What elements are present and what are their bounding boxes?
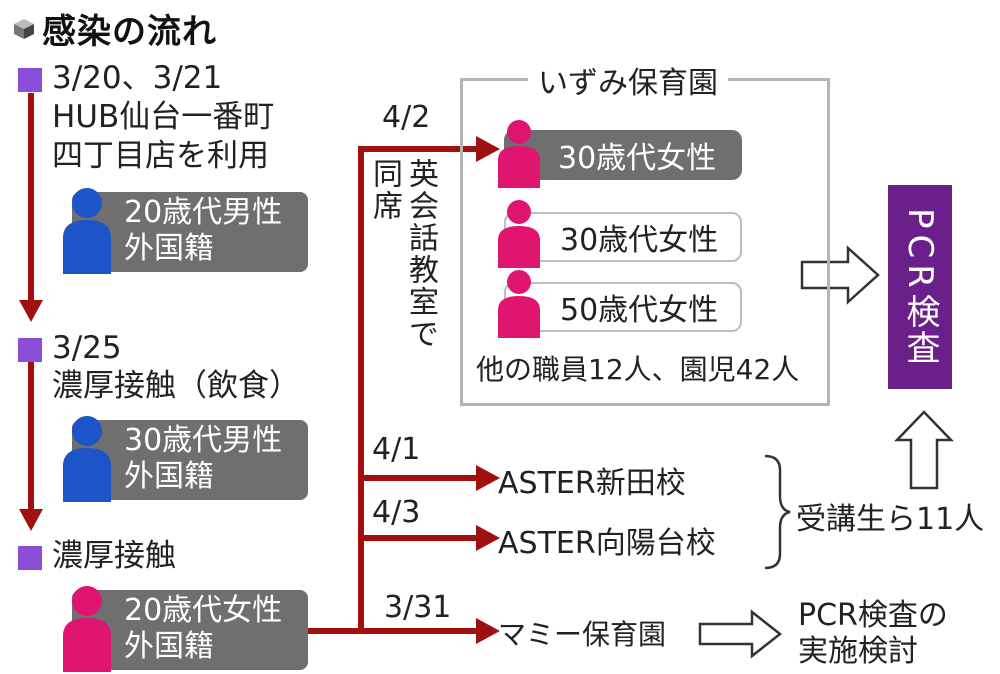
aster2-date: 4/3 <box>372 495 421 530</box>
branch-izumi-shaft <box>358 146 478 152</box>
pcr-line2: 検査 <box>900 293 940 366</box>
students-label: 受講生ら11人 <box>796 502 985 537</box>
step1-person-nationality: 外国籍 <box>124 231 214 266</box>
step1-person-age: 20歳代男性 <box>124 195 283 230</box>
pcr-line1: PCR <box>900 208 940 294</box>
person-pink-icon <box>63 586 111 672</box>
izumi-others: 他の職員12人、園児42人 <box>476 353 800 386</box>
step2-person-age: 30歳代男性 <box>124 423 283 458</box>
izumi-label: いずみ保育園 <box>528 58 728 102</box>
person-pink-icon <box>498 200 540 268</box>
chain-arrow-1-head <box>19 300 43 322</box>
chain-arrow-2-head <box>19 509 43 531</box>
branch-aster2-head <box>476 525 500 551</box>
diagram-title: 感染の流れ <box>12 4 217 53</box>
step3-marker <box>18 546 42 570</box>
branch-aster1-shaft <box>358 475 478 481</box>
branch-mami-shaft <box>358 628 478 634</box>
aster1-date: 4/1 <box>372 432 421 467</box>
trunk-vertical <box>358 146 364 634</box>
branch-mami-head <box>476 618 500 644</box>
hollow-arrow-mami <box>698 609 783 659</box>
izumi-date: 4/2 <box>382 100 431 135</box>
step1-date: 3/20、3/21 <box>52 60 223 96</box>
branch-izumi-head <box>476 136 500 162</box>
trunk-horizontal <box>308 628 366 634</box>
cube-icon <box>14 18 34 39</box>
mami-name: マミー保育園 <box>498 618 667 651</box>
step2-person-box: 30歳代男性 外国籍 <box>72 420 308 500</box>
step1-marker <box>18 68 42 92</box>
step3-person-age: 20歳代女性 <box>124 593 283 628</box>
person-pink-icon <box>498 270 540 338</box>
person-blue-icon <box>63 188 111 274</box>
vertical-note: 英会話教室で <box>403 158 438 350</box>
step3-person-box: 20歳代女性 外国籍 <box>72 590 308 670</box>
izumi-person-2-label: 30歳代女性 <box>560 223 719 258</box>
step2-marker <box>18 338 42 362</box>
step1-line1: HUB仙台一番町 <box>52 99 275 135</box>
mami-result-line2: 実施検討 <box>798 634 918 669</box>
vertical-note-2: 同席 <box>367 158 402 222</box>
step3-person-nationality: 外国籍 <box>124 629 214 664</box>
hollow-arrow-up <box>894 410 954 490</box>
izumi-person-2: 30歳代女性 <box>504 212 742 262</box>
chain-arrow-1-shaft <box>28 93 34 303</box>
step2-line1: 濃厚接触（飲食） <box>52 368 300 404</box>
pcr-box: PCR 検査 <box>888 185 952 389</box>
izumi-person-3-label: 50歳代女性 <box>560 293 719 328</box>
mami-result-line1: PCR検査の <box>798 598 948 633</box>
step1-line2: 四丁目店を利用 <box>52 138 269 174</box>
step1-person-box: 20歳代男性 外国籍 <box>72 192 308 272</box>
izumi-person-1: 30歳代女性 <box>504 130 742 180</box>
brace <box>764 454 791 570</box>
hollow-arrow-to-pcr <box>800 245 880 305</box>
branch-aster1-head <box>476 465 500 491</box>
aster2-name: ASTER向陽台校 <box>498 526 716 561</box>
mami-result: PCR検査の 実施検討 <box>798 598 948 670</box>
aster1-name: ASTER新田校 <box>498 466 686 501</box>
step2-person-nationality: 外国籍 <box>124 459 214 494</box>
izumi-person-1-label: 30歳代女性 <box>558 141 717 176</box>
step3-line1: 濃厚接触 <box>52 538 176 574</box>
step2-date: 3/25 <box>52 330 122 366</box>
branch-aster2-shaft <box>358 535 478 541</box>
chain-arrow-2-shaft <box>28 362 34 512</box>
person-pink-icon <box>498 120 540 188</box>
mami-date: 3/31 <box>384 590 452 625</box>
person-blue-icon <box>63 416 111 502</box>
izumi-person-3: 50歳代女性 <box>504 282 742 332</box>
title-text: 感染の流れ <box>42 12 217 52</box>
